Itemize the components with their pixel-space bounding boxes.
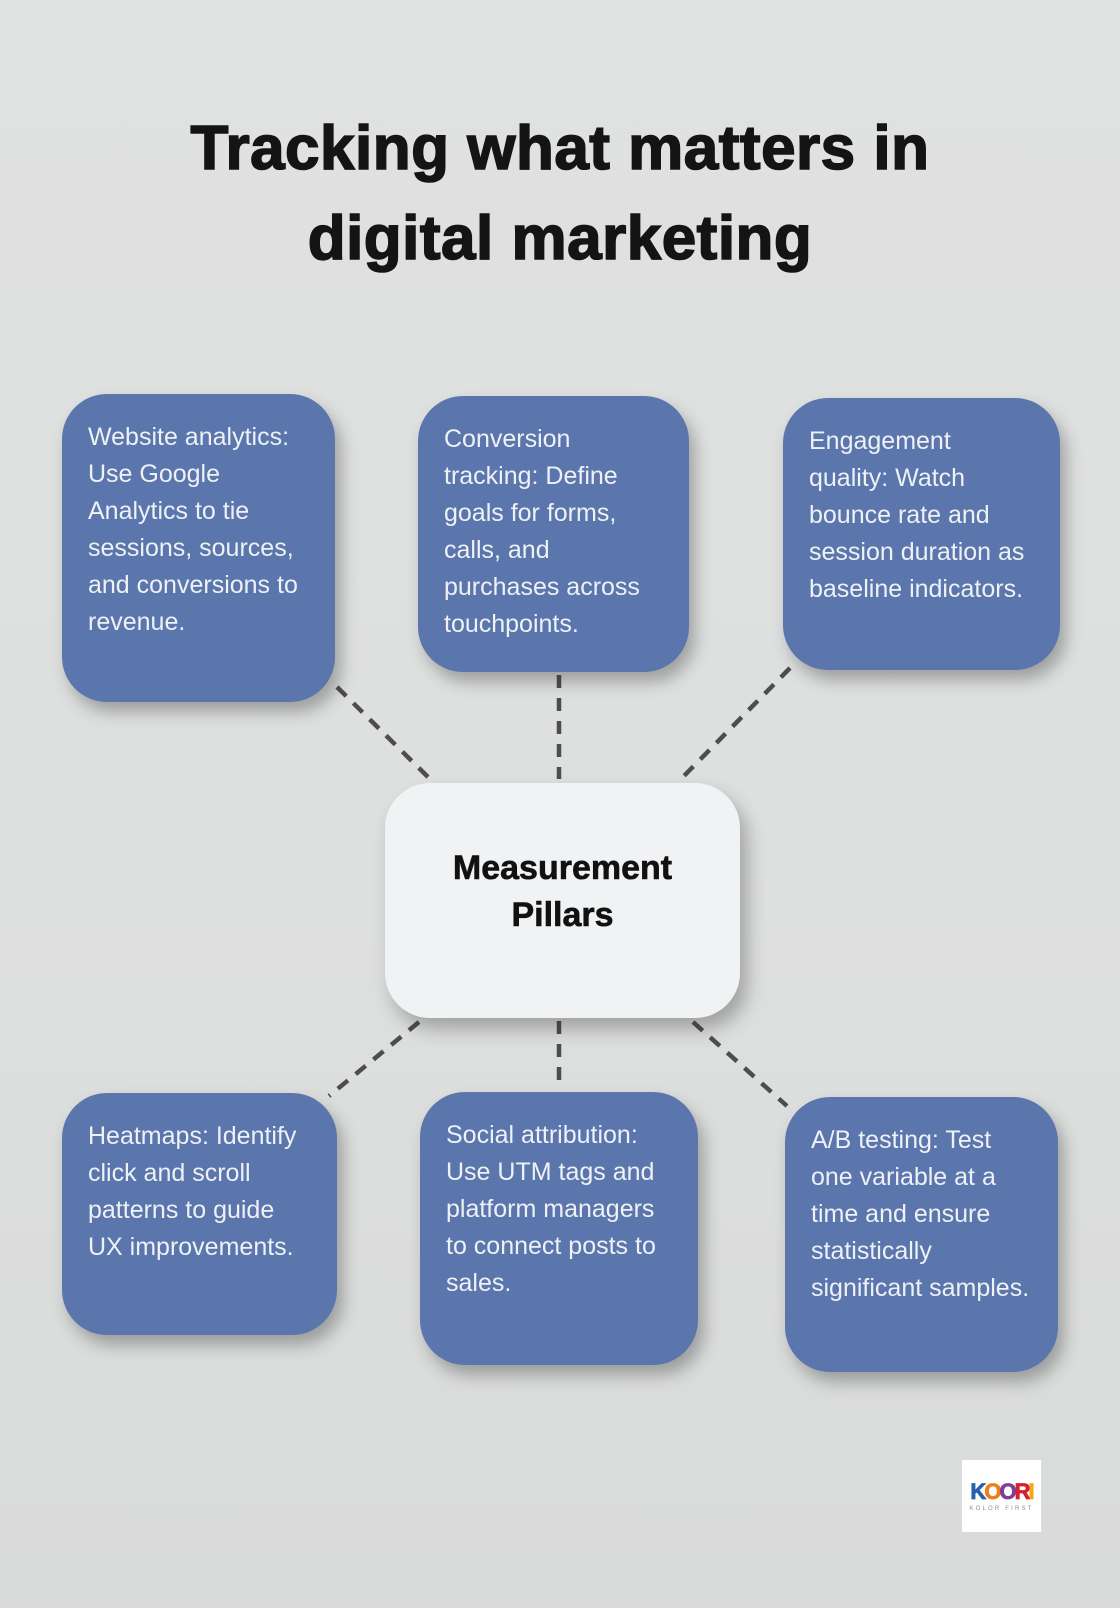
logo-tagline: KOLOR FIRST	[969, 1505, 1034, 1512]
logo-letter: R	[1014, 1478, 1031, 1504]
node-engagement-quality: Engagement quality: Watch bounce rate an…	[783, 398, 1060, 670]
brand-logo: KOORI KOLOR FIRST	[962, 1460, 1041, 1532]
page-title-line1: Tracking what matters in	[190, 113, 930, 184]
connector-bottom-right	[691, 1020, 789, 1108]
node-website-analytics: Website analytics: Use Google Analytics …	[62, 394, 335, 702]
logo-letter: O	[999, 1478, 1017, 1504]
node-engagement-quality-text: Engagement quality: Watch bounce rate an…	[809, 427, 1025, 603]
node-ab-testing-text: A/B testing: Test one variable at a time…	[811, 1126, 1030, 1302]
node-conversion-tracking: Conversion tracking: Define goals for fo…	[418, 396, 689, 672]
logo-letter: I	[1028, 1478, 1035, 1504]
connector-top-left	[335, 685, 433, 782]
center-node: Measurement Pillars	[385, 783, 740, 1018]
node-conversion-tracking-text: Conversion tracking: Define goals for fo…	[444, 425, 640, 638]
node-heatmaps: Heatmaps: Identify click and scroll patt…	[62, 1093, 337, 1335]
connector-top-right	[678, 666, 792, 782]
connector-bottom-left	[327, 1020, 421, 1098]
node-website-analytics-text: Website analytics: Use Google Analytics …	[88, 423, 298, 636]
page-title: Tracking what matters in digital marketi…	[0, 104, 1120, 284]
node-ab-testing: A/B testing: Test one variable at a time…	[785, 1097, 1058, 1372]
logo-letter: O	[984, 1478, 1002, 1504]
node-social-attribution-text: Social attribution: Use UTM tags and pla…	[446, 1121, 656, 1297]
node-heatmaps-text: Heatmaps: Identify click and scroll patt…	[88, 1122, 297, 1261]
center-node-label: Measurement Pillars	[452, 848, 673, 934]
logo-letter: K	[970, 1478, 987, 1504]
node-social-attribution: Social attribution: Use UTM tags and pla…	[420, 1092, 698, 1365]
page-title-line2: digital marketing	[307, 203, 813, 274]
logo-wordmark: KOORI	[970, 1478, 1035, 1504]
